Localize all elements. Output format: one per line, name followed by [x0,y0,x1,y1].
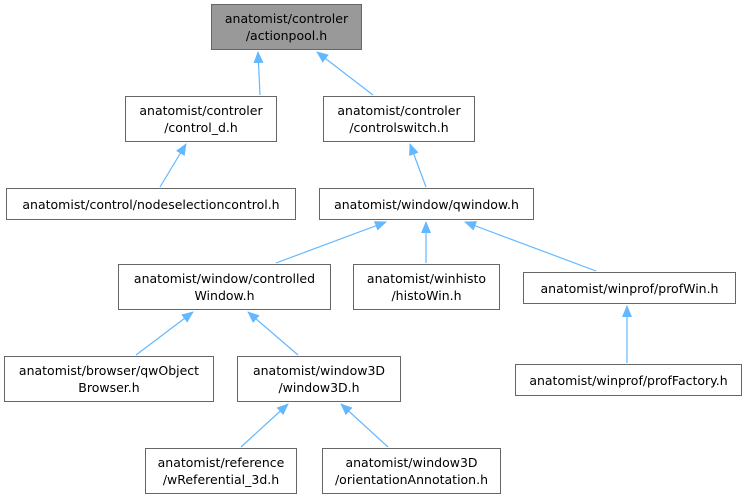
node-qwindow-line1: anatomist/window/qwindow.h [334,196,519,212]
edge-orientation-to-window3d [340,403,389,448]
node-proffactory-line1: anatomist/winprof/profFactory.h [529,372,728,388]
node-wreferential[interactable]: anatomist/reference /wReferential_3d.h [145,448,297,494]
edge-controlswitch-to-actionpool [316,51,374,96]
node-actionpool: anatomist/controler /actionpool.h [211,4,362,50]
node-actionpool-line2: /actionpool.h [245,28,328,43]
node-window3d-line1: anatomist/window3D [252,363,386,378]
node-controlswitch-line1: anatomist/controler [337,103,461,118]
node-orientationannotation-line2: /orientationAnnotation.h [334,472,489,487]
edge-control-d-to-actionpool [253,51,264,96]
node-proffactory[interactable]: anatomist/winprof/profFactory.h [515,364,742,396]
node-actionpool-line1: anatomist/controler [224,11,349,26]
edge-controlledwindow-to-qwindow [275,221,387,264]
node-wreferential-line2: /wReferential_3d.h [162,472,280,487]
edge-nodeselection-to-control-d [159,143,187,188]
edge-profwin-to-qwindow [464,221,597,272]
edge-qwindow-to-controlswitch [409,143,427,188]
node-orientationannotation[interactable]: anatomist/window3D /orientationAnnotatio… [322,448,501,494]
node-controlledwindow-line1: anatomist/window/controlled [133,271,316,286]
node-histowin[interactable]: anatomist/winhisto /histoWin.h [353,264,500,310]
node-profwin-line1: anatomist/winprof/profWin.h [540,280,719,296]
node-controlswitch[interactable]: anatomist/controler /controlswitch.h [323,96,475,142]
node-qwobjectbrowser[interactable]: anatomist/browser/qwObject Browser.h [4,356,214,402]
node-controlledwindow-line2: Window.h [194,288,255,303]
node-qwindow[interactable]: anatomist/window/qwindow.h [319,188,534,220]
dependency-edges [135,51,632,448]
node-histowin-line2: /histoWin.h [391,288,462,303]
node-control-d-line2: /control_d.h [164,120,238,135]
node-window3d[interactable]: anatomist/window3D /window3D.h [237,356,401,402]
node-control-d-line1: anatomist/controler [139,103,263,118]
edge-window3d-to-controlledwindow [247,311,299,356]
node-orientationannotation-line1: anatomist/window3D [345,455,478,470]
node-profwin[interactable]: anatomist/winprof/profWin.h [523,272,736,304]
edge-qwobjectbrowser-to-controlledwindow [135,311,194,356]
node-controlledwindow[interactable]: anatomist/window/controlled Window.h [118,264,331,310]
node-control-d[interactable]: anatomist/controler /control_d.h [125,96,277,142]
node-qwobjectbrowser-line1: anatomist/browser/qwObject [18,363,200,378]
node-controlswitch-line2: /controlswitch.h [349,120,449,135]
node-wreferential-line1: anatomist/reference [157,455,285,470]
node-nodeselectioncontrol[interactable]: anatomist/control/nodeselectioncontrol.h [6,188,296,220]
node-nodeselectioncontrol-line1: anatomist/control/nodeselectioncontrol.h [22,196,280,212]
node-histowin-line1: anatomist/winhisto [366,271,487,286]
node-qwobjectbrowser-line2: Browser.h [78,380,140,395]
node-window3d-line2: /window3D.h [278,380,360,395]
edge-wreferential-to-window3d [240,403,289,448]
